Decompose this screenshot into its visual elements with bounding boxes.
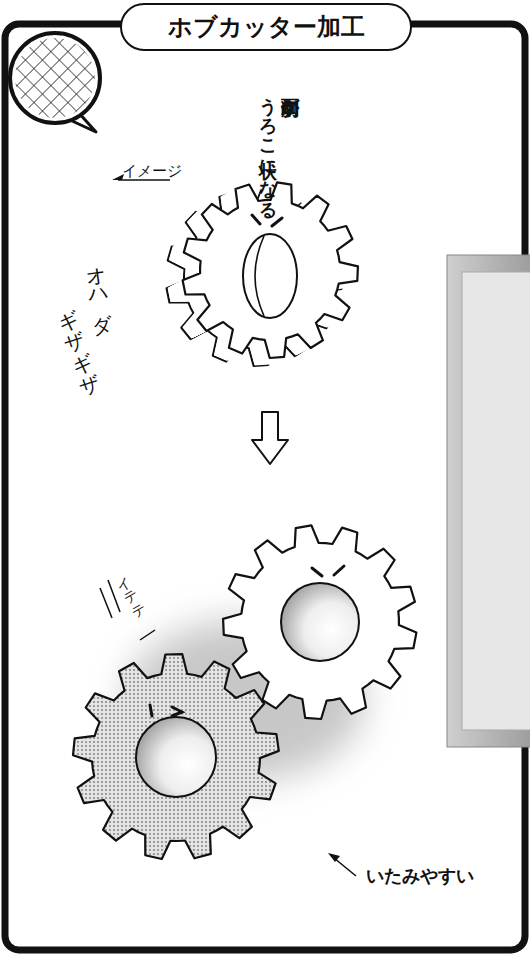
gear-damaged	[73, 654, 279, 859]
leader-arrow	[328, 853, 356, 876]
note-text: いたみやすい	[366, 864, 474, 888]
angry-eyes	[252, 215, 282, 226]
side-panel	[447, 255, 530, 747]
hole-depth	[255, 236, 264, 316]
gear-group	[73, 182, 416, 859]
angry-eyes	[312, 566, 344, 576]
magnifier-bubble	[10, 33, 100, 132]
note-text: 切削面が うろこ状になる	[256, 84, 301, 212]
face-eyes	[150, 705, 182, 716]
down-arrow	[252, 412, 288, 464]
gear-side	[182, 183, 357, 359]
gear-hole	[281, 583, 359, 661]
gear-hole	[136, 717, 216, 797]
title-tab: ホブカッター加工	[120, 3, 412, 51]
callout-text: イメージ	[122, 162, 182, 181]
gear-front	[223, 525, 416, 719]
gear-hole	[243, 234, 297, 318]
